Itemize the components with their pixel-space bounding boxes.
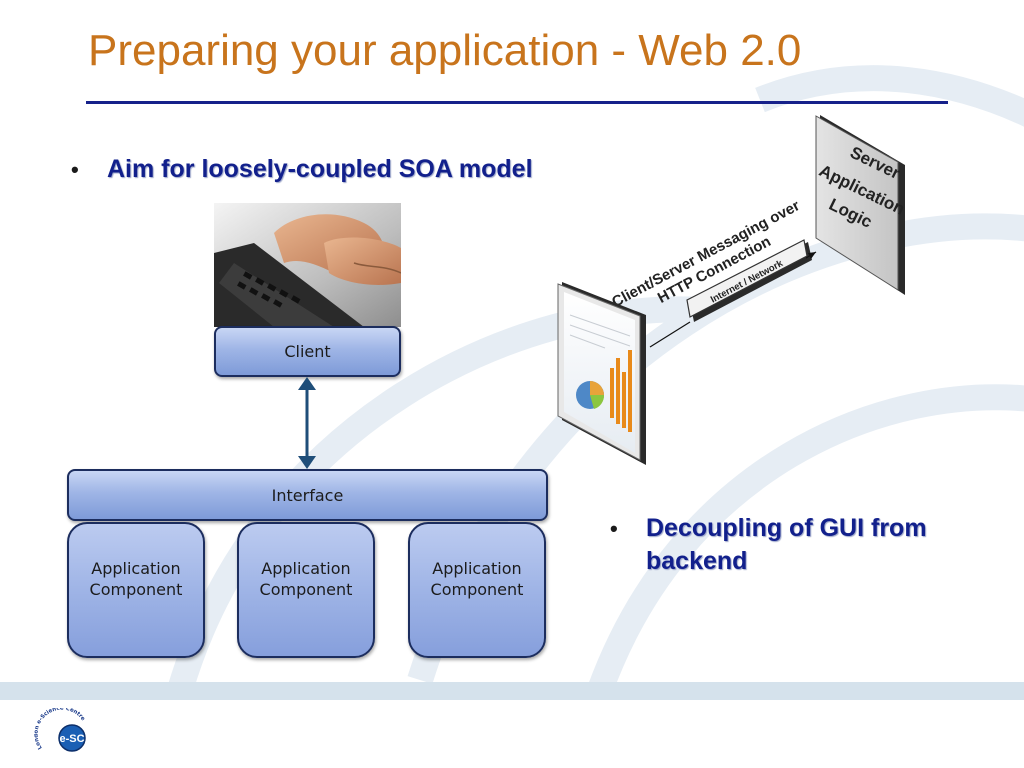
slide-title: Preparing your application - Web 2.0 (88, 26, 802, 75)
component-label-line2: Component (430, 580, 524, 599)
connector-client-network (649, 321, 691, 348)
client-monitor (557, 282, 646, 465)
bullet-dot: • (71, 157, 79, 182)
logo-circle (58, 724, 86, 752)
client-box: Client (214, 326, 401, 377)
laptop-typing-photo (214, 203, 401, 327)
client-interface-arrow (298, 377, 316, 469)
bullet-decoupling: • Decoupling of GUI from backend (610, 512, 986, 578)
bar-chart-icon (610, 350, 632, 432)
component-label-line1: Application (91, 559, 181, 578)
server-panel: Server Application Logic (815, 115, 908, 295)
application-component-1: Application Component (67, 522, 205, 658)
footer-band (0, 682, 1024, 700)
bullet-text: Aim for loosely-coupled SOA model (107, 155, 533, 183)
component-label-line2: Component (89, 580, 183, 599)
bullet-dot: • (610, 516, 618, 541)
title-underline (86, 101, 948, 104)
component-label-line1: Application (432, 559, 522, 578)
esc-logo: London e-Science Centre e-SC (34, 708, 86, 752)
connector-arrowhead (808, 252, 816, 259)
logo-text: e-SC (59, 733, 84, 745)
client-server-diagram: Server Application Logic Client/Server M… (557, 115, 908, 465)
component-label-line1: Application (261, 559, 351, 578)
interface-box: Interface (67, 469, 548, 521)
application-component-3: Application Component (408, 522, 546, 658)
component-label-line2: Component (259, 580, 353, 599)
bullet-loosely-coupled: • Aim for loosely-coupled SOA model (71, 153, 627, 186)
application-component-2: Application Component (237, 522, 375, 658)
bullet-text: Decoupling of GUI from backend (646, 514, 927, 575)
